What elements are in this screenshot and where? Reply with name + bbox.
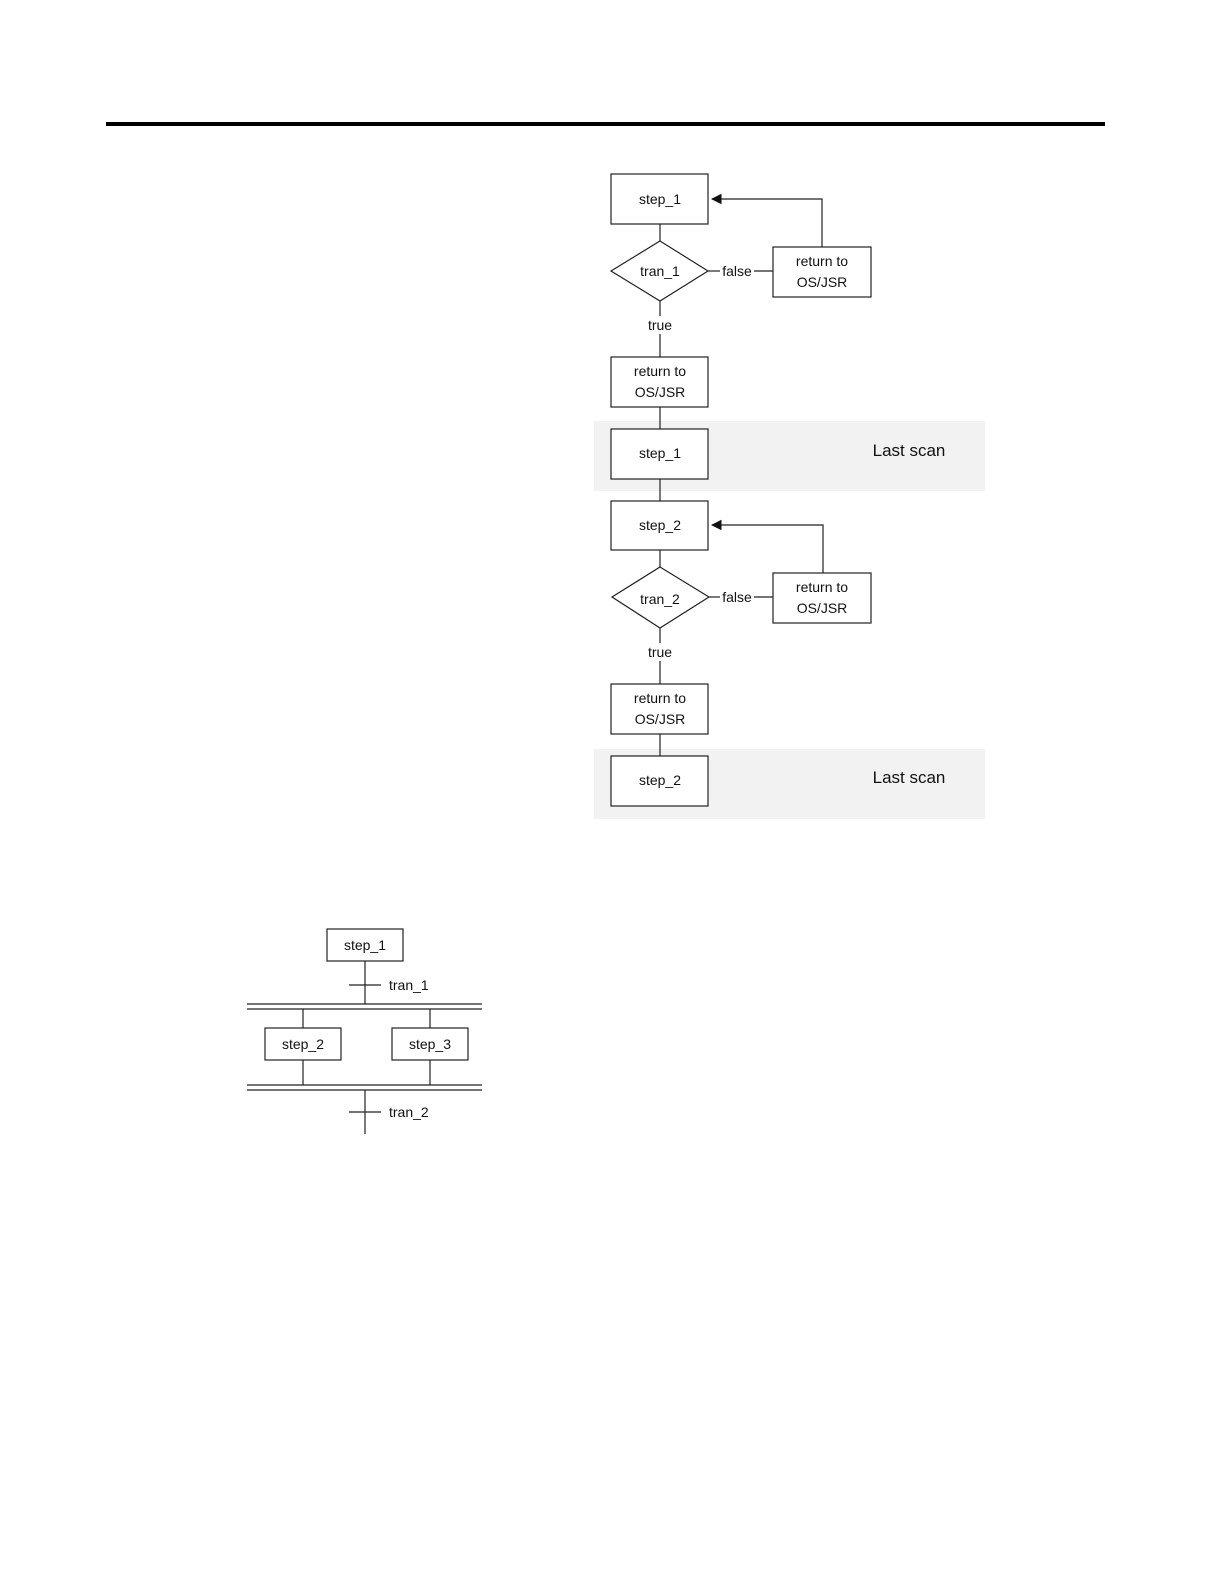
tran-2-decision: tran_2 [612, 567, 709, 628]
true-label-1: true [648, 317, 672, 333]
sfc-step-1-box: step_1 [327, 929, 403, 961]
last-step-2-label: step_2 [639, 772, 681, 788]
step-1-box: step_1 [611, 174, 708, 224]
sfc-step-3-label: step_3 [409, 1036, 451, 1052]
return-true-1-line1: return to [634, 363, 686, 379]
feedback-arrow-2 [712, 525, 823, 573]
return-box-false-1: return to OS/JSR [773, 247, 871, 297]
tran-1-label: tran_1 [640, 263, 680, 279]
return-true-1-line2: OS/JSR [635, 384, 686, 400]
last-scan-step-2-box: step_2 [611, 756, 708, 806]
return-box-false-2: return to OS/JSR [773, 573, 871, 623]
tran-2-label: tran_2 [640, 591, 680, 607]
scan-flowchart: step_1 tran_1 false true return to OS/JS… [594, 174, 985, 819]
tran-1-decision: tran_1 [611, 241, 708, 301]
sfc-tran-1-label: tran_1 [389, 977, 429, 993]
last-scan-label-1: Last scan [873, 441, 946, 460]
last-scan-step-1-box: step_1 [611, 429, 708, 479]
sfc-step-2-box: step_2 [265, 1028, 341, 1060]
return-false-2-line2: OS/JSR [797, 600, 848, 616]
step-2-label: step_2 [639, 517, 681, 533]
last-step-1-label: step_1 [639, 445, 681, 461]
last-scan-label-2: Last scan [873, 768, 946, 787]
sfc-step-1-label: step_1 [344, 937, 386, 953]
step-1-label: step_1 [639, 191, 681, 207]
return-box-true-2: return to OS/JSR [611, 684, 708, 734]
false-label-2: false [722, 589, 752, 605]
return-false-1-line1: return to [796, 253, 848, 269]
sfc-simultaneous-branch: step_1 tran_1 step_2 step_3 [247, 929, 482, 1134]
step-2-box: step_2 [611, 501, 708, 550]
false-label-1: false [722, 263, 752, 279]
sfc-step-2-label: step_2 [282, 1036, 324, 1052]
return-false-2-line1: return to [796, 579, 848, 595]
feedback-arrow-1 [712, 199, 822, 247]
return-box-true-1: return to OS/JSR [611, 357, 708, 407]
return-false-1-line2: OS/JSR [797, 274, 848, 290]
return-true-2-line2: OS/JSR [635, 711, 686, 727]
true-label-2: true [648, 644, 672, 660]
return-true-2-line1: return to [634, 690, 686, 706]
sfc-tran-2-label: tran_2 [389, 1104, 429, 1120]
sfc-step-3-box: step_3 [392, 1028, 468, 1060]
